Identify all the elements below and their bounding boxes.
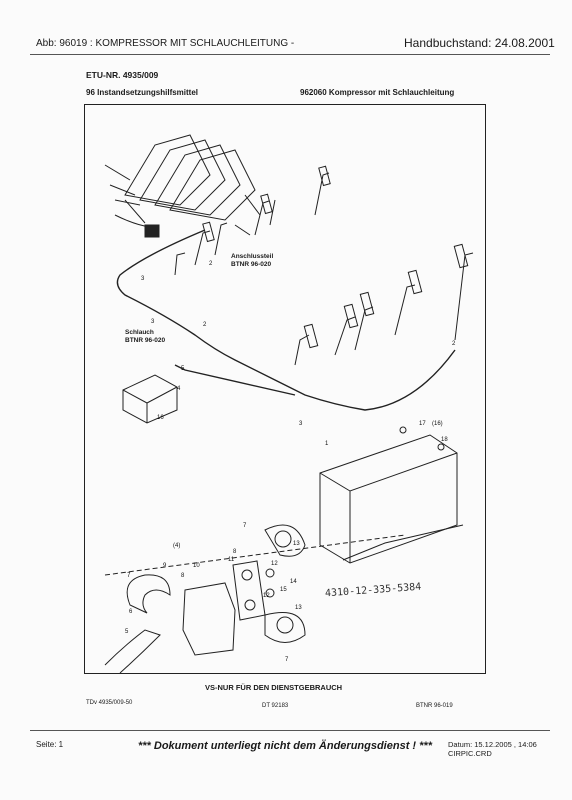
tdv-reference: TDv 4935/009-50 [86, 700, 133, 706]
change-service-notice: *** Dokument unterliegt nicht dem Änderu… [138, 740, 432, 752]
callout-4: 4 [177, 386, 181, 392]
callout-1: 1 [325, 441, 329, 447]
item-label: 962060 Kompressor mit Schlauchleitung [300, 88, 455, 97]
callout-7: 7 [243, 523, 247, 529]
footer-divider [30, 730, 550, 731]
callout-7b: 7 [127, 573, 131, 579]
callout-13b: 13 [295, 605, 302, 611]
anschluss-label: Anschlussteil BTNR 96-020 [231, 253, 273, 269]
callout-12b: 12 [263, 593, 270, 599]
manual-status-date: Handbuchstand: 24.08.2001 [404, 36, 555, 50]
anschluss-ref: BTNR 96-020 [231, 261, 272, 268]
callout-8: 8 [233, 549, 237, 555]
callout-8b: 8 [181, 573, 185, 579]
callout-11: 11 [228, 557, 235, 563]
exploded-view-drawing: 2 3 3 2 4 5 16 3 1 2 17 (16) 18 (4) 7 13… [104, 134, 474, 673]
hose-rack [104, 134, 261, 238]
callout-10: 10 [193, 563, 200, 569]
schlauch-label: Schlauch BTNR 96-020 [125, 329, 165, 345]
system-name: CIRPIC.CRD [448, 749, 492, 758]
callout-2b: 2 [203, 322, 207, 328]
callout-3c: 3 [299, 421, 303, 427]
callout-9: 9 [163, 563, 167, 569]
callout-2c: 2 [452, 341, 456, 347]
schlauch-ref: BTNR 96-020 [125, 337, 166, 344]
header-divider [30, 54, 550, 55]
callout-6: 6 [129, 609, 133, 615]
callout-14: 14 [290, 579, 297, 585]
schlauch-name: Schlauch [125, 329, 154, 336]
callout-15: 15 [280, 587, 287, 593]
callout-7c: 7 [285, 657, 289, 663]
btnr-reference: BTNR 96-019 [416, 703, 453, 709]
anschluss-name: Anschlussteil [231, 253, 274, 260]
callout-5: 5 [181, 366, 185, 372]
datum-block: Datum: 15.12.2005 , 14:06 CIRPIC.CRD [448, 740, 537, 758]
hose-line [116, 229, 456, 411]
callout-13: 13 [293, 541, 300, 547]
callout-3: 3 [141, 276, 145, 282]
connector-pipes [174, 165, 474, 366]
callout-16: 16 [157, 415, 164, 421]
category-label: 96 Instandsetzungshilfsmittel [86, 88, 199, 97]
callout-17: 17 [419, 421, 426, 427]
callout-3b: 3 [151, 319, 155, 325]
connector-assembly [104, 524, 406, 673]
figure-title: Abb: 96019 : KOMPRESSOR MIT SCHLAUCHLEIT… [36, 38, 295, 49]
dt-reference: DT 92183 [262, 703, 289, 709]
small-compressor [122, 374, 178, 424]
callout-5b: 5 [125, 629, 129, 635]
page-number: Seite: 1 [36, 740, 64, 749]
drawing-frame: 2 3 3 2 4 5 16 3 1 2 17 (16) 18 (4) 7 13… [84, 104, 486, 674]
connector-block [144, 224, 160, 238]
callout-18: 18 [441, 437, 448, 443]
callout-2: 2 [209, 261, 213, 267]
restriction-label: VS-NUR FÜR DEN DIENSTGEBRAUCH [205, 683, 343, 692]
etu-number: ETU-NR. 4935/009 [86, 70, 159, 80]
callout-16b: (16) [432, 421, 443, 427]
callout-4b: (4) [173, 543, 180, 549]
print-date: Datum: 15.12.2005 , 14:06 [448, 740, 537, 749]
compressor-box [319, 426, 464, 564]
callout-12: 12 [271, 561, 278, 567]
